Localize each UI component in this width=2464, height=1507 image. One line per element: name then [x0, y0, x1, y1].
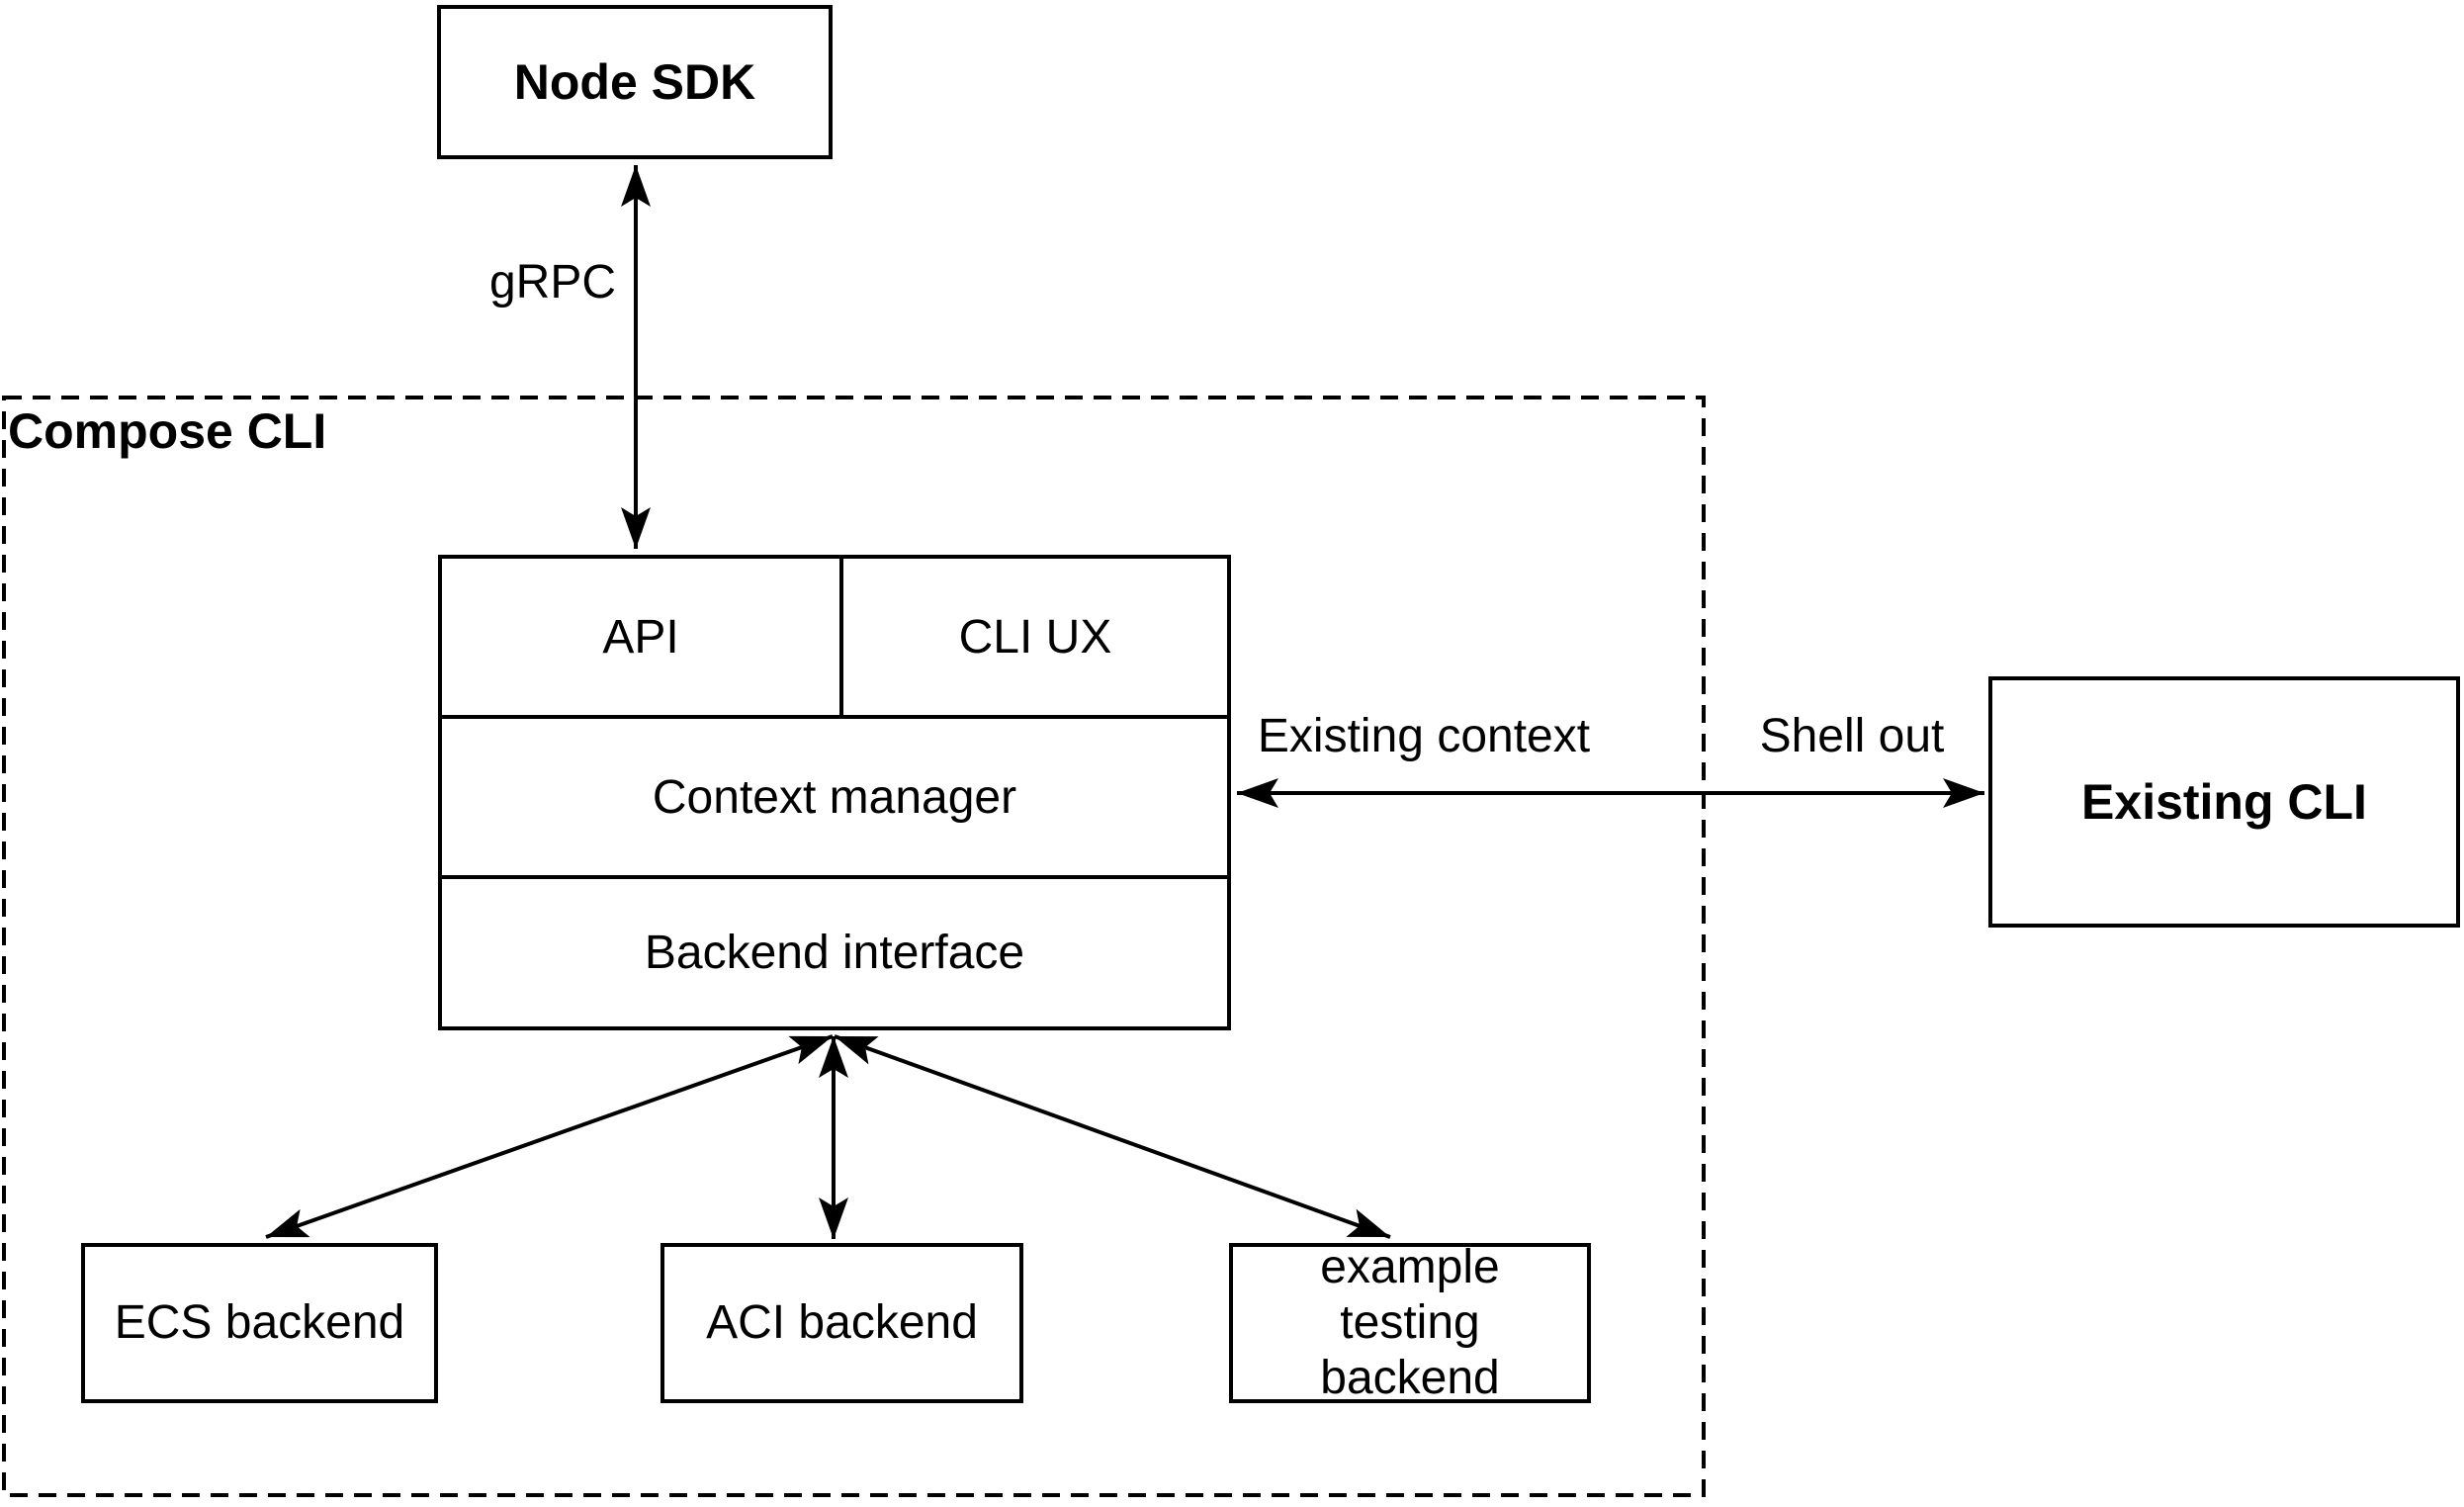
- ecs-backend-label: ECS backend: [114, 1296, 405, 1349]
- api-label: API: [602, 610, 679, 664]
- backend-fan-arrow-ecs: [265, 1034, 834, 1239]
- existing-context-edge-label: Existing context: [1257, 710, 1591, 762]
- shell-out-edge-label: Shell out: [1759, 710, 1945, 762]
- context-manager-label: Context manager: [652, 770, 1017, 824]
- compose-cli-stack: API CLI UX Context manager Backend inter…: [438, 555, 1231, 1030]
- aci-backend-label: ACI backend: [706, 1296, 978, 1349]
- compose-cli-container-label: Compose CLI: [8, 403, 327, 459]
- compose-cli-dashed-boundary: [2, 396, 1706, 1497]
- backend-interface-cell: Backend interface: [442, 875, 1227, 1026]
- cli-ux-label: CLI UX: [958, 610, 1112, 664]
- existing-cli-box: Existing CLI: [1988, 676, 2460, 928]
- existing-cli-label: Existing CLI: [2081, 774, 2367, 830]
- example-testing-backend-label: example testing backend: [1320, 1241, 1500, 1404]
- aci-backend-box: ACI backend: [660, 1243, 1023, 1403]
- api-cell: API: [442, 559, 839, 715]
- node-sdk-label: Node SDK: [513, 54, 756, 110]
- ecs-backend-box: ECS backend: [81, 1243, 438, 1403]
- backend-interface-label: Backend interface: [644, 927, 1025, 979]
- cli-ux-cell: CLI UX: [839, 559, 1227, 715]
- stack-top-row: API CLI UX: [442, 559, 1227, 715]
- context-manager-cell: Context manager: [442, 715, 1227, 875]
- grpc-edge-label: gRPC: [488, 256, 617, 309]
- node-sdk-box: Node SDK: [437, 5, 833, 159]
- backend-fan-arrow-example: [834, 1034, 1391, 1239]
- example-testing-backend-box: example testing backend: [1229, 1241, 1591, 1404]
